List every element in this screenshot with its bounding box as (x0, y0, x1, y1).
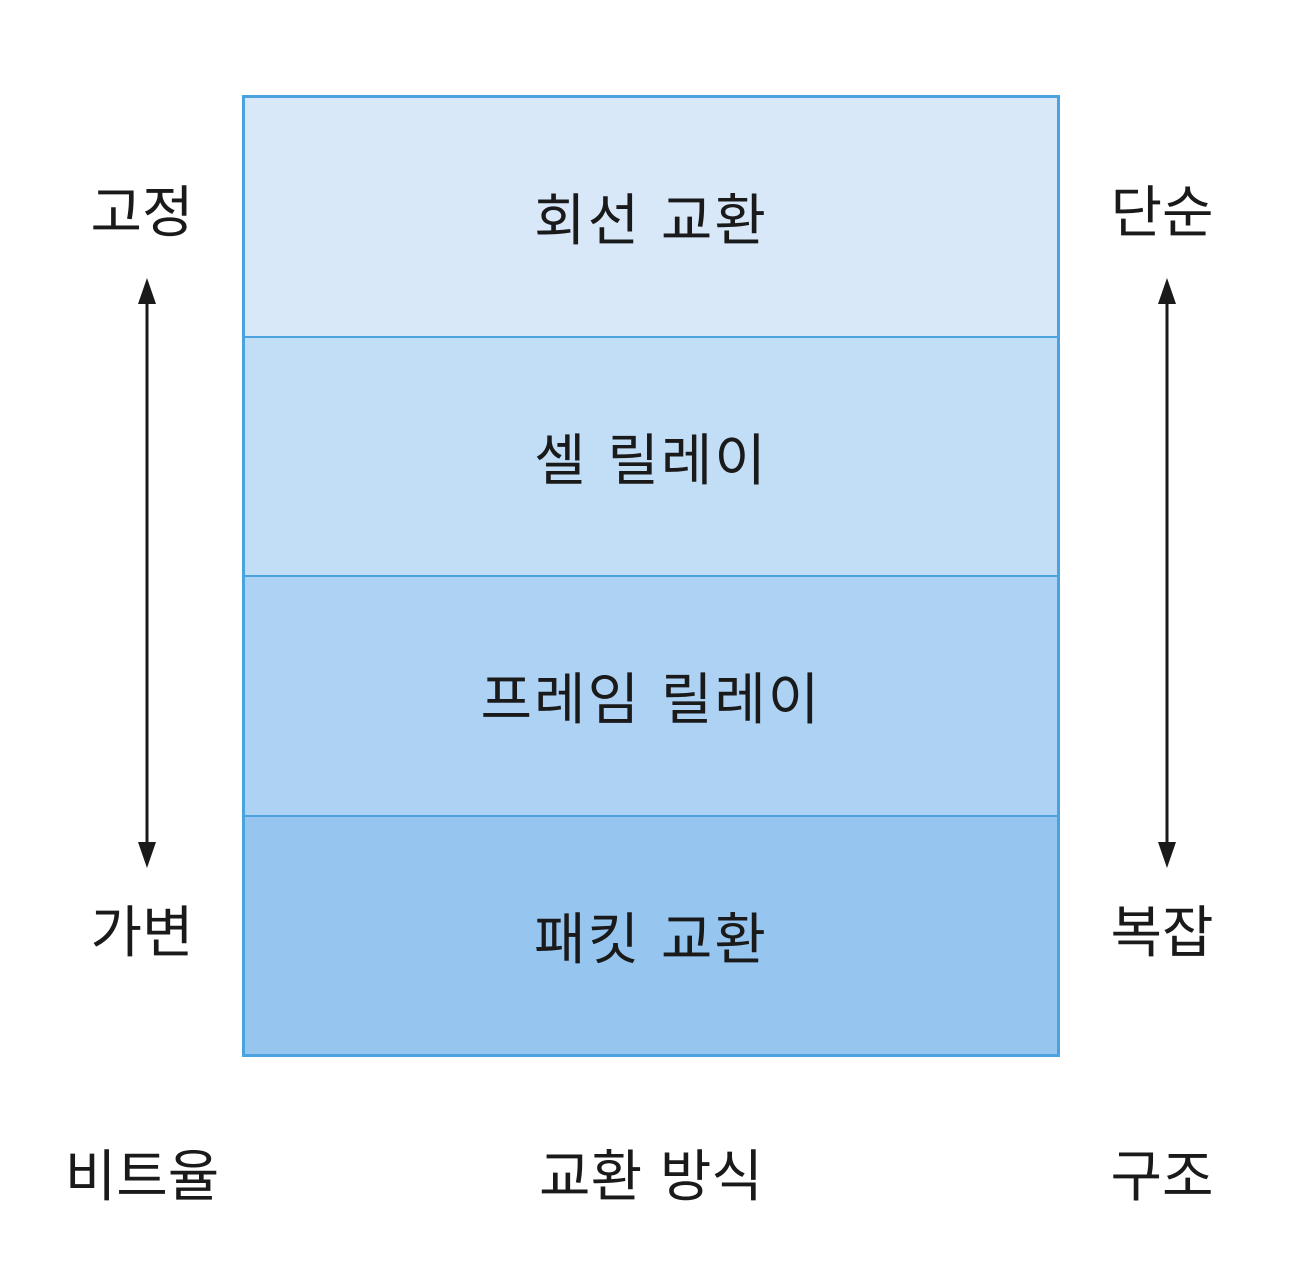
left-axis-footer: 비트율 (64, 1145, 220, 1210)
right-axis-footer: 구조 (1110, 1145, 1214, 1210)
left-double-arrow-icon (138, 278, 156, 868)
left-axis-top-label: 고정 (90, 181, 194, 246)
right-double-arrow-icon (1158, 278, 1176, 868)
left-axis-bottom-label: 가변 (90, 901, 194, 966)
switching-layer-stack: 회선 교환 셀 릴레이 프레임 릴레이 패킷 교환 (242, 95, 1060, 1057)
center-footer: 교환 방식 (539, 1145, 763, 1210)
right-axis-bottom-label: 복잡 (1110, 901, 1214, 966)
layer-cell-relay: 셀 릴레이 (245, 335, 1057, 575)
layer-packet-switching: 패킷 교환 (245, 814, 1057, 1054)
layer-frame-relay: 프레임 릴레이 (245, 575, 1057, 815)
layer-circuit-switching: 회선 교환 (245, 98, 1057, 336)
right-axis-top-label: 단순 (1110, 181, 1214, 246)
